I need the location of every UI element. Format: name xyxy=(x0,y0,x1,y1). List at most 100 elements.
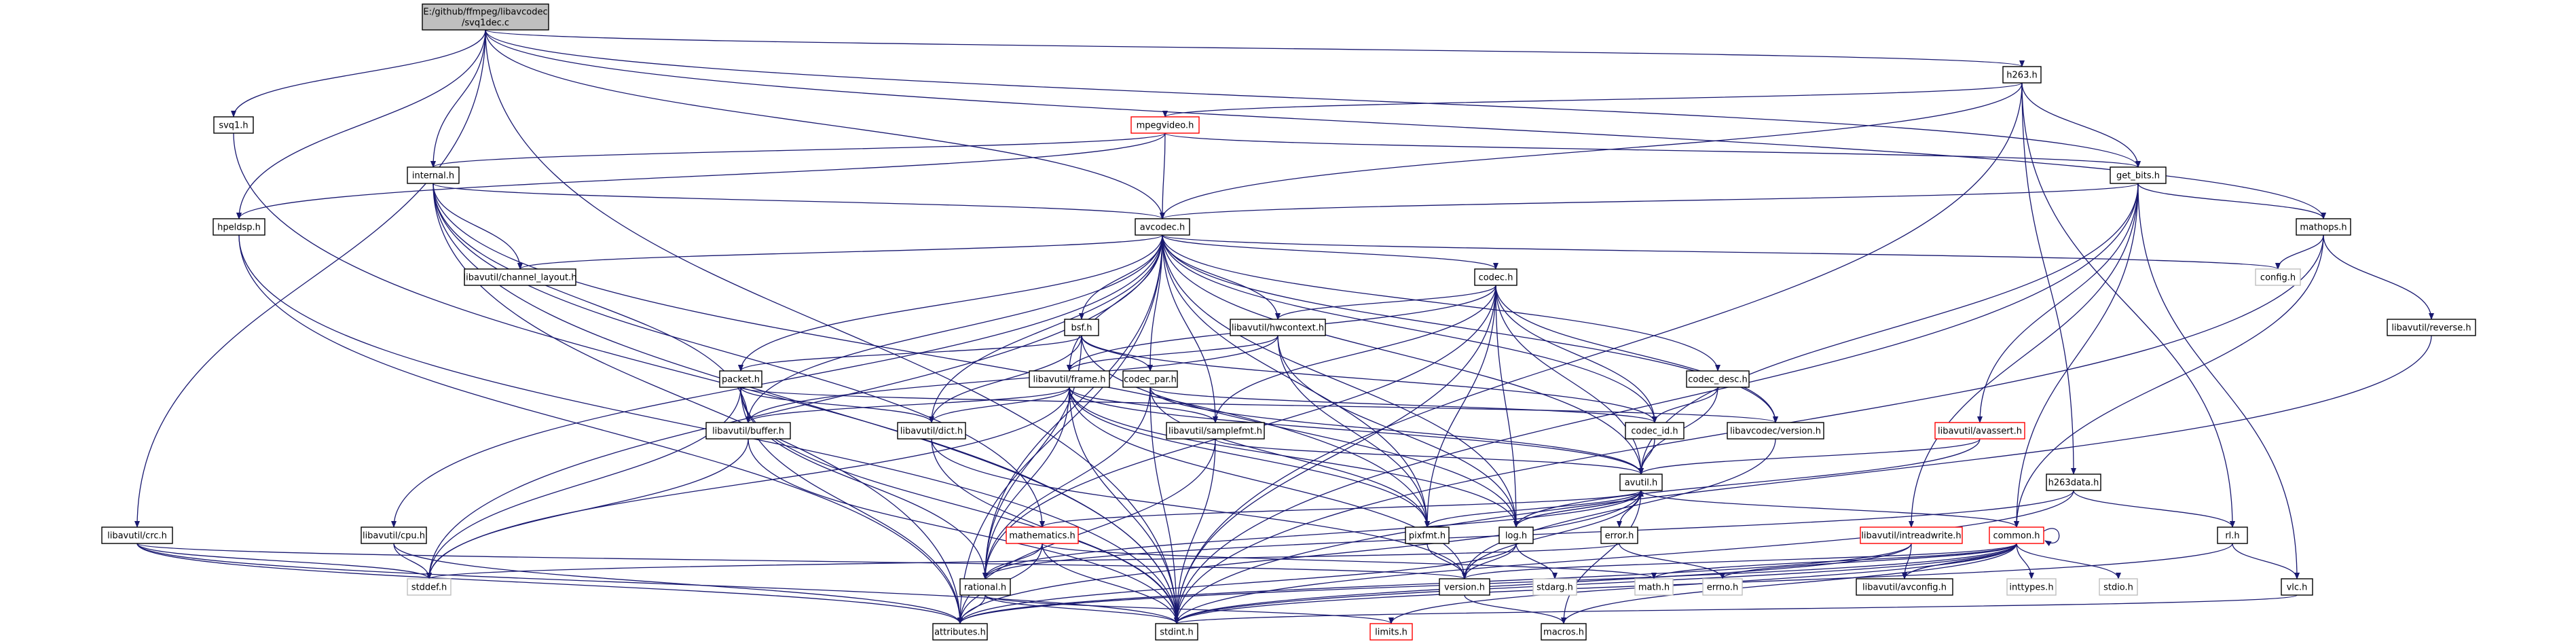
node-box xyxy=(1619,473,1663,491)
node-box xyxy=(2387,319,2476,336)
include-edge-mpegvideo_h-to-internal_h xyxy=(430,132,1166,168)
header-node-lavc-version-h[interactable]: libavcodec/version.h xyxy=(1727,422,1824,440)
include-edge-avcodec_h-to-packet_h xyxy=(738,234,1163,372)
node-label: libavutil/dict.h xyxy=(900,427,963,437)
header-node-macros-h[interactable]: macros.h xyxy=(1541,623,1587,641)
header-node-limits-h[interactable]: limits.h xyxy=(1369,623,1413,641)
header-node-errno-h[interactable]: errno.h xyxy=(1702,578,1743,596)
node-box xyxy=(407,166,460,184)
include-edge-mpegvideo_h-to-hpeldsp_h xyxy=(236,132,1166,219)
include-edge-samplefmt_h-to-avutil_h xyxy=(1215,438,1644,475)
include-edge-codec_h-to-avutil_h xyxy=(1495,285,1644,475)
header-node-cpu-h[interactable]: libavutil/cpu.h xyxy=(361,526,427,544)
header-node-svq1-h[interactable]: svq1.h xyxy=(213,116,254,134)
header-node-samplefmt-h[interactable]: libavutil/samplefmt.h xyxy=(1166,422,1265,440)
header-node-stddef-h[interactable]: stddef.h xyxy=(407,578,452,596)
node-label: codec_id.h xyxy=(1631,427,1678,437)
node-label: codec_desc.h xyxy=(1688,375,1748,385)
node-box xyxy=(2006,578,2057,596)
header-node-stdio-h[interactable]: stdio.h xyxy=(2099,578,2138,596)
node-box xyxy=(1474,268,1517,286)
header-node-avutil-h[interactable]: avutil.h xyxy=(1619,473,1663,491)
header-node-math-h[interactable]: math.h xyxy=(1634,578,1674,596)
header-node-hpeldsp-h[interactable]: hpeldsp.h xyxy=(213,218,265,236)
header-node-buffer-h[interactable]: libavutil/buffer.h xyxy=(705,422,791,440)
include-edge-frame_h-to-pixfmt_h xyxy=(1069,387,1430,528)
header-node-internal-h[interactable]: internal.h xyxy=(407,166,460,184)
node-box xyxy=(361,526,427,544)
header-node-codec-desc-h[interactable]: codec_desc.h xyxy=(1686,370,1750,388)
include-edge-frame_h-to-dict_h xyxy=(929,387,1070,423)
node-label: inttypes.h xyxy=(2009,583,2053,593)
header-node-avcodec-h[interactable]: avcodec.h xyxy=(1135,218,1190,236)
header-node-log-h[interactable]: log.h xyxy=(1498,526,1534,544)
header-node-codec-h[interactable]: codec.h xyxy=(1474,268,1517,286)
header-node-get-bits-h[interactable]: get_bits.h xyxy=(2110,166,2167,184)
header-node-version-h[interactable]: version.h xyxy=(1439,578,1490,596)
node-box xyxy=(1369,623,1413,641)
header-node-mathematics-h[interactable]: mathematics.h xyxy=(1006,526,1079,544)
header-node-frame-h[interactable]: libavutil/frame.h xyxy=(1029,370,1110,388)
node-label: mathops.h xyxy=(2300,223,2347,233)
include-edge-root-to-h263_h xyxy=(485,29,2025,67)
header-node-bsf-h[interactable]: bsf.h xyxy=(1064,319,1099,336)
include-edge-h263_h-to-rl_h xyxy=(2021,82,2235,528)
include-edge-avutil_h-to-pixfmt_h xyxy=(1424,490,1642,528)
node-box xyxy=(897,422,966,440)
header-node-config-h[interactable]: config.h xyxy=(2255,268,2301,286)
node-box xyxy=(1230,319,1326,336)
header-node-dict-h[interactable]: libavutil/dict.h xyxy=(897,422,966,440)
header-node-crc-h[interactable]: libavutil/crc.h xyxy=(101,526,173,544)
node-label: config.h xyxy=(2260,273,2296,283)
header-node-error-h[interactable]: error.h xyxy=(1600,526,1638,544)
include-edge-mathops_h-to-reverse_h xyxy=(2323,234,2434,320)
include-edge-get_bits_h-to-avutil_h xyxy=(1638,183,2139,475)
node-box xyxy=(464,268,576,286)
node-label: mpegvideo.h xyxy=(1137,121,1194,131)
include-edge-codec_h-to-pixfmt_h xyxy=(1424,285,1496,528)
node-box xyxy=(1130,116,1200,134)
include-edge-avcodec_h-to-log_h xyxy=(1162,234,1519,528)
header-node-packet-h[interactable]: packet.h xyxy=(719,370,762,388)
include-edge-bsf_h-to-dict_h xyxy=(929,335,1082,423)
node-label: internal.h xyxy=(412,171,454,181)
header-node-mpegvideo-h[interactable]: mpegvideo.h xyxy=(1130,116,1200,134)
include-edge-packet_h-to-dict_h xyxy=(740,387,934,423)
header-node-avassert-h[interactable]: libavutil/avassert.h xyxy=(1934,422,2025,440)
header-node-attributes-h[interactable]: attributes.h xyxy=(932,623,988,641)
header-node-h263-h[interactable]: h263.h xyxy=(2002,66,2042,84)
node-box xyxy=(1532,578,1577,596)
header-node-inttypes-h[interactable]: inttypes.h xyxy=(2006,578,2057,596)
header-node-hwcontext-h[interactable]: libavutil/hwcontext.h xyxy=(1230,319,1326,336)
header-node-mathops-h[interactable]: mathops.h xyxy=(2296,218,2351,236)
include-edge-log_h-to-attributes_h xyxy=(957,543,1517,624)
header-node-stdarg-h[interactable]: stdarg.h xyxy=(1532,578,1577,596)
include-edge-h263_h-to-stdint_h xyxy=(1174,82,2023,624)
node-box xyxy=(213,218,265,236)
header-node-intreadwrite-h[interactable]: libavutil/intreadwrite.h xyxy=(1860,526,1963,544)
header-node-rational-h[interactable]: rational.h xyxy=(959,578,1011,596)
header-node-rl-h[interactable]: rl.h xyxy=(2217,526,2248,544)
node-box xyxy=(1498,526,1534,544)
header-node-codec-id-h[interactable]: codec_id.h xyxy=(1625,422,1685,440)
node-label: h263data.h xyxy=(2048,478,2099,488)
node-label: packet.h xyxy=(722,375,760,385)
header-node-codec-par-h[interactable]: codec_par.h xyxy=(1122,370,1178,388)
header-node-avconfig-h[interactable]: libavutil/avconfig.h xyxy=(1856,578,1953,596)
root-file-node[interactable]: E:/github/ffmpeg/libavcodec/svq1dec.c xyxy=(422,3,549,31)
node-box xyxy=(1860,526,1963,544)
include-edge-mpegvideo_h-to-avcodec_h xyxy=(1160,132,1166,219)
include-edge-rational_h-to-stdint_h xyxy=(985,594,1179,624)
include-edge-mathematics_h-to-math_h xyxy=(1042,543,1657,579)
header-node-pixfmt-h[interactable]: pixfmt.h xyxy=(1405,526,1450,544)
header-node-h263data-h[interactable]: h263data.h xyxy=(2046,473,2101,491)
node-box xyxy=(1439,578,1490,596)
header-node-vlc-h[interactable]: vlc.h xyxy=(2281,578,2313,596)
node-label: rational.h xyxy=(964,583,1006,593)
header-node-reverse-h[interactable]: libavutil/reverse.h xyxy=(2387,319,2476,336)
header-node-stdint-h[interactable]: stdint.h xyxy=(1155,623,1198,641)
header-node-common-h[interactable]: common.h xyxy=(1989,526,2044,544)
include-edge-mathops_h-to-common_h xyxy=(2014,234,2324,528)
header-node-channel-layout-h[interactable]: libavutil/channel_layout.h xyxy=(464,268,577,286)
include-edge-avcodec_h-to-buffer_h xyxy=(746,234,1163,423)
